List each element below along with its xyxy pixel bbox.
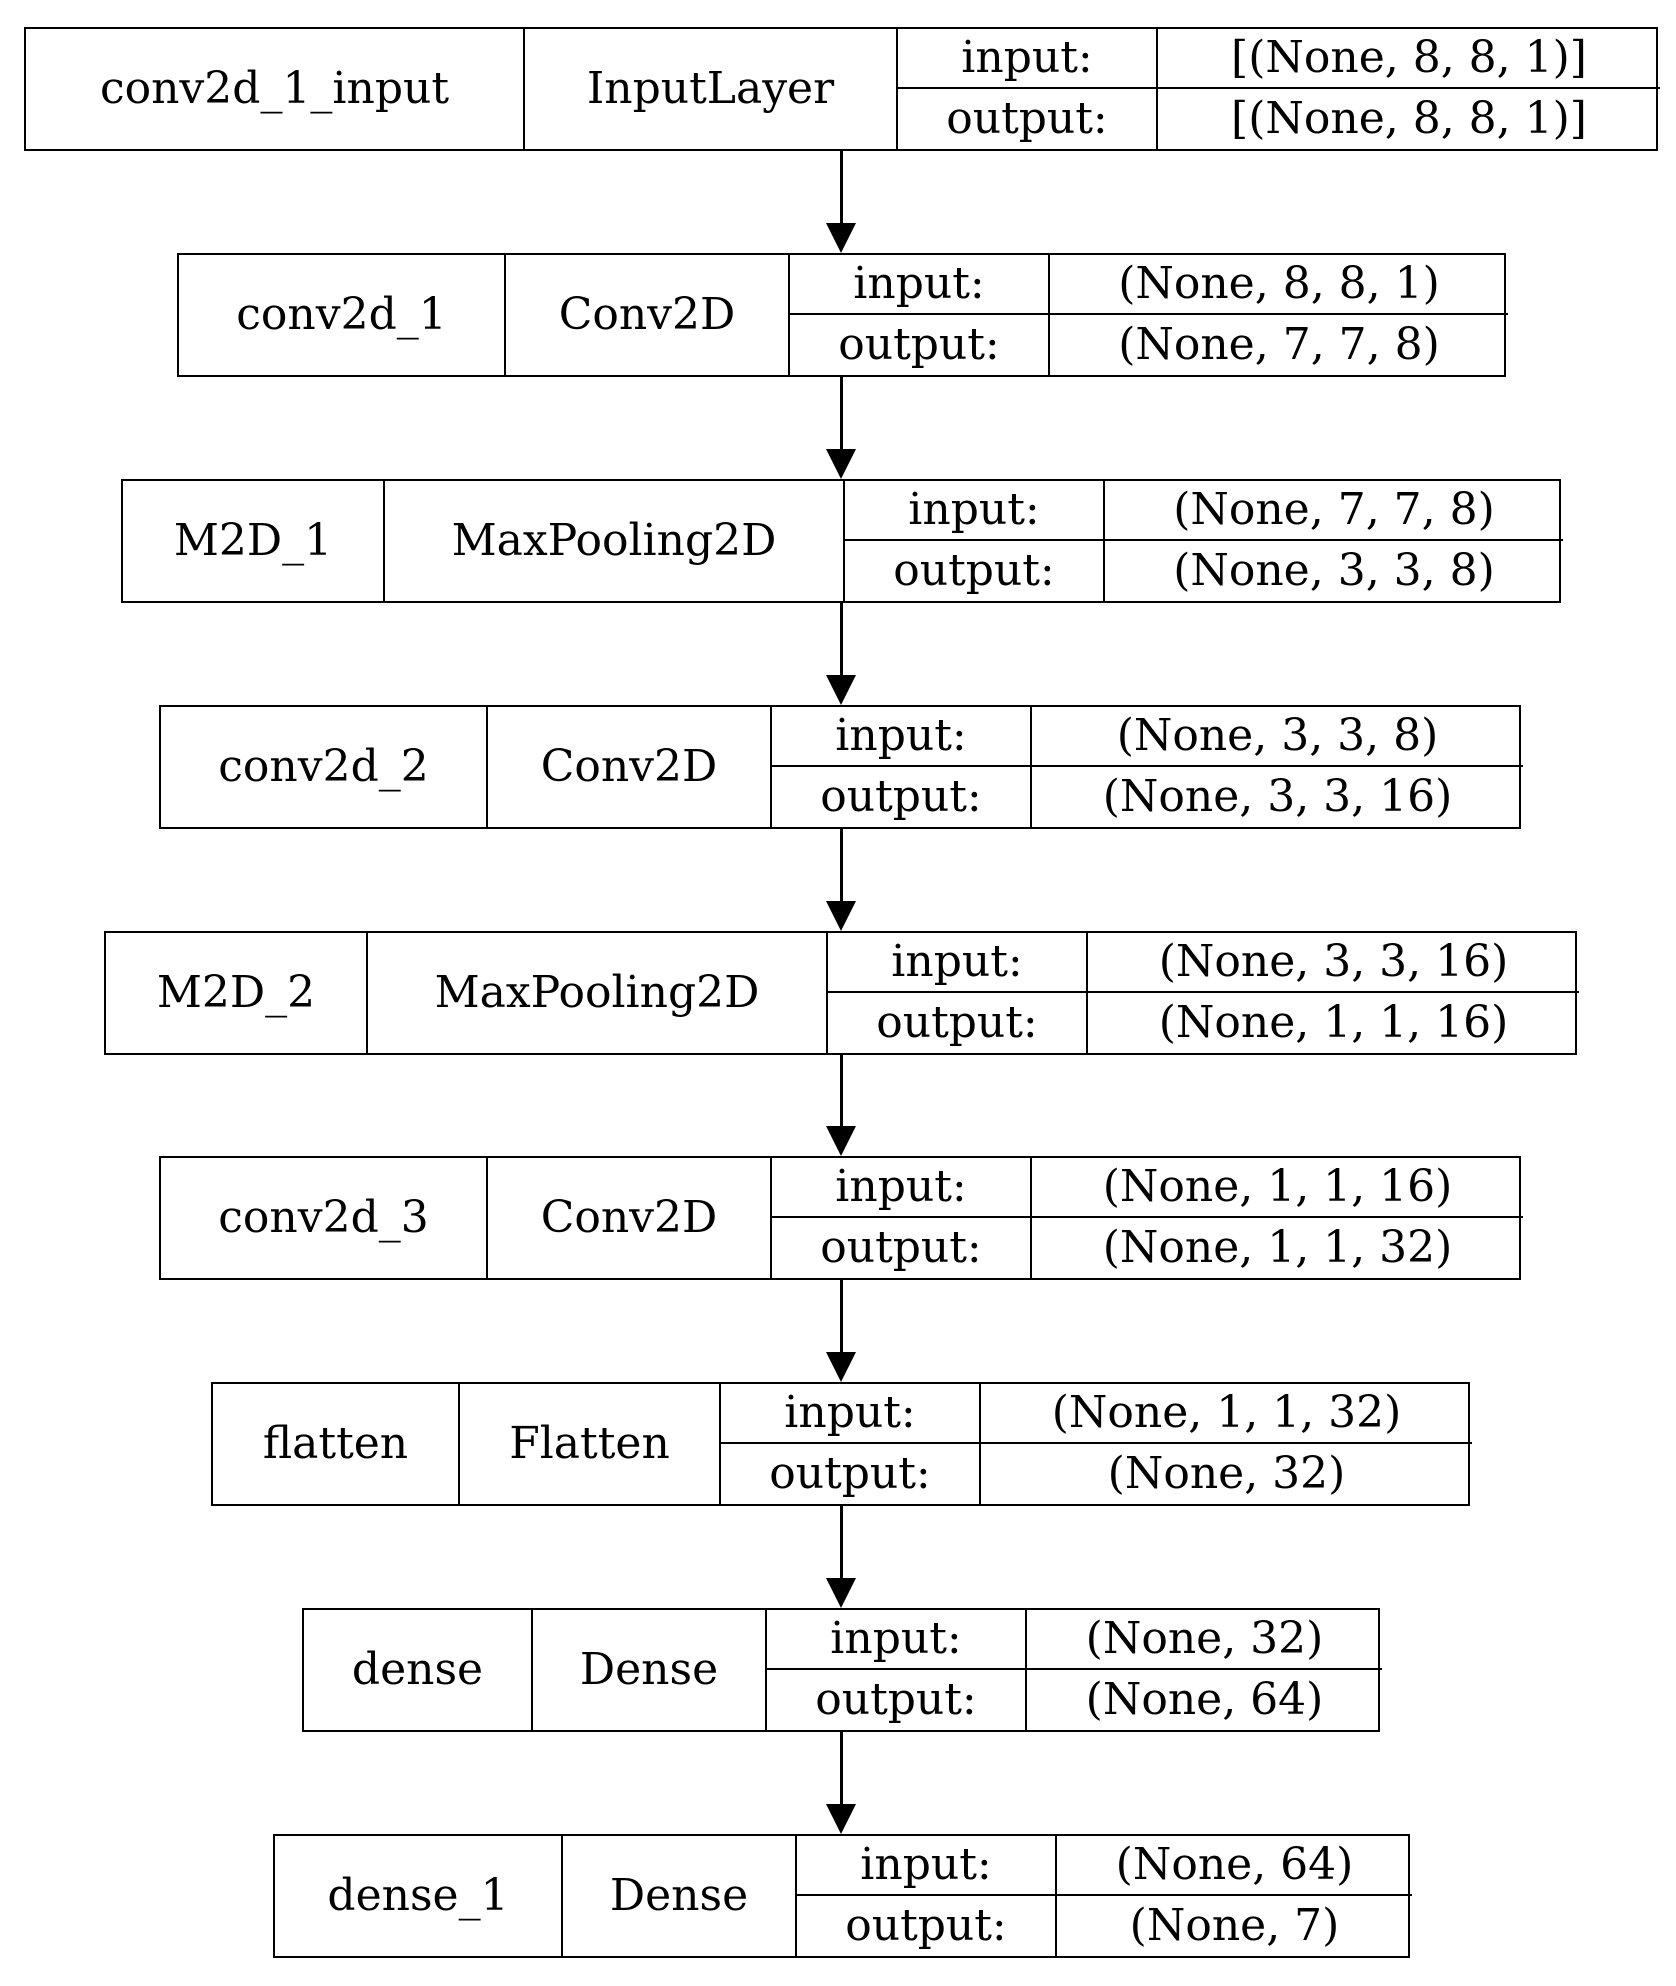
output-shape: (None, 64) <box>1085 1674 1324 1725</box>
io-label-column: input:output: <box>797 1836 1057 1956</box>
arrow-down-icon <box>826 223 856 253</box>
input-label: input: <box>772 1158 1030 1218</box>
layer-name: dense_1 <box>275 1836 563 1956</box>
arrow-down-icon <box>826 1352 856 1382</box>
output-label: output: <box>820 771 982 822</box>
io-label-column: input:output: <box>772 707 1032 827</box>
shape-column: [(None, 8, 8, 1)][(None, 8, 8, 1)] <box>1158 29 1660 149</box>
layer-type: InputLayer <box>525 29 898 149</box>
layer-type: MaxPooling2D <box>385 481 845 601</box>
output-shape: (None, 7, 7, 8) <box>1118 319 1440 370</box>
layer-name: M2D_1 <box>123 481 385 601</box>
layer-type: Conv2D <box>506 255 790 375</box>
output-label: output: <box>815 1674 977 1725</box>
edge-arrow-line <box>839 1280 843 1354</box>
shape-column: (None, 7, 7, 8)(None, 3, 3, 8) <box>1105 481 1563 601</box>
shape-column: (None, 3, 3, 16)(None, 1, 1, 16) <box>1088 933 1579 1053</box>
layer-name: conv2d_2 <box>161 707 488 827</box>
shape-column: (None, 8, 8, 1)(None, 7, 7, 8) <box>1050 255 1508 375</box>
input-shape: (None, 32) <box>1027 1610 1382 1670</box>
io-label-column: input:output: <box>790 255 1050 375</box>
output-label: output: <box>769 1448 931 1499</box>
input-shape: (None, 7, 7, 8) <box>1105 481 1563 541</box>
layer-name: conv2d_1_input <box>26 29 525 149</box>
shape-column: (None, 32)(None, 64) <box>1027 1610 1382 1730</box>
input-label: input: <box>721 1384 979 1444</box>
output-label: output: <box>838 319 1000 370</box>
input-label: input: <box>790 255 1048 315</box>
output-label: output: <box>946 93 1108 144</box>
layer-type: Flatten <box>460 1384 721 1504</box>
output-label: output: <box>893 545 1055 596</box>
layer-type: Conv2D <box>488 707 772 827</box>
output-shape: (None, 3, 3, 8) <box>1173 545 1495 596</box>
edge-arrow-line <box>839 1055 843 1128</box>
arrow-down-icon <box>826 1804 856 1834</box>
output-label: output: <box>876 997 1038 1048</box>
edge-arrow-line <box>839 377 843 451</box>
layer-name: dense <box>304 1610 533 1730</box>
input-shape: (None, 64) <box>1057 1836 1412 1896</box>
input-shape: (None, 1, 1, 16) <box>1032 1158 1523 1218</box>
io-label-column: input:output: <box>767 1610 1027 1730</box>
layer-name: conv2d_3 <box>161 1158 488 1278</box>
edge-arrow-line <box>839 603 843 677</box>
arrow-down-icon <box>826 901 856 931</box>
arrow-down-icon <box>826 675 856 705</box>
input-label: input: <box>828 933 1086 993</box>
output-shape: (None, 7) <box>1129 1900 1340 1951</box>
layer-name: M2D_2 <box>106 933 368 1053</box>
shape-column: (None, 1, 1, 32)(None, 32) <box>981 1384 1472 1504</box>
shape-column: (None, 64)(None, 7) <box>1057 1836 1412 1956</box>
output-label: output: <box>845 1900 1007 1951</box>
input-shape: [(None, 8, 8, 1)] <box>1158 29 1660 89</box>
input-shape: (None, 1, 1, 32) <box>981 1384 1472 1444</box>
input-label: input: <box>772 707 1030 767</box>
io-label-column: input:output: <box>721 1384 981 1504</box>
layer-name: conv2d_1 <box>179 255 506 375</box>
edge-arrow-line <box>839 1506 843 1580</box>
output-shape: (None, 32) <box>1107 1448 1346 1499</box>
shape-column: (None, 3, 3, 8)(None, 3, 3, 16) <box>1032 707 1523 827</box>
input-shape: (None, 3, 3, 16) <box>1088 933 1579 993</box>
edge-arrow-line <box>839 829 843 903</box>
input-shape: (None, 8, 8, 1) <box>1050 255 1508 315</box>
input-label: input: <box>797 1836 1055 1896</box>
output-shape: (None, 1, 1, 32) <box>1102 1222 1453 1273</box>
output-label: output: <box>820 1222 982 1273</box>
edge-arrow-line <box>839 151 843 225</box>
output-shape: (None, 3, 3, 16) <box>1102 771 1453 822</box>
io-label-column: input:output: <box>898 29 1158 149</box>
layer-type: MaxPooling2D <box>368 933 828 1053</box>
input-label: input: <box>898 29 1156 89</box>
input-label: input: <box>767 1610 1025 1670</box>
io-label-column: input:output: <box>772 1158 1032 1278</box>
edge-arrow-line <box>839 1732 843 1806</box>
layer-type: Dense <box>533 1610 767 1730</box>
input-label: input: <box>845 481 1103 541</box>
layer-type: Conv2D <box>488 1158 772 1278</box>
io-label-column: input:output: <box>845 481 1105 601</box>
output-shape: (None, 1, 1, 16) <box>1158 997 1509 1048</box>
shape-column: (None, 1, 1, 16)(None, 1, 1, 32) <box>1032 1158 1523 1278</box>
arrow-down-icon <box>826 1126 856 1156</box>
output-shape: [(None, 8, 8, 1)] <box>1231 93 1587 144</box>
layer-type: Dense <box>563 1836 797 1956</box>
io-label-column: input:output: <box>828 933 1088 1053</box>
arrow-down-icon <box>826 449 856 479</box>
input-shape: (None, 3, 3, 8) <box>1032 707 1523 767</box>
arrow-down-icon <box>826 1578 856 1608</box>
layer-name: flatten <box>213 1384 460 1504</box>
